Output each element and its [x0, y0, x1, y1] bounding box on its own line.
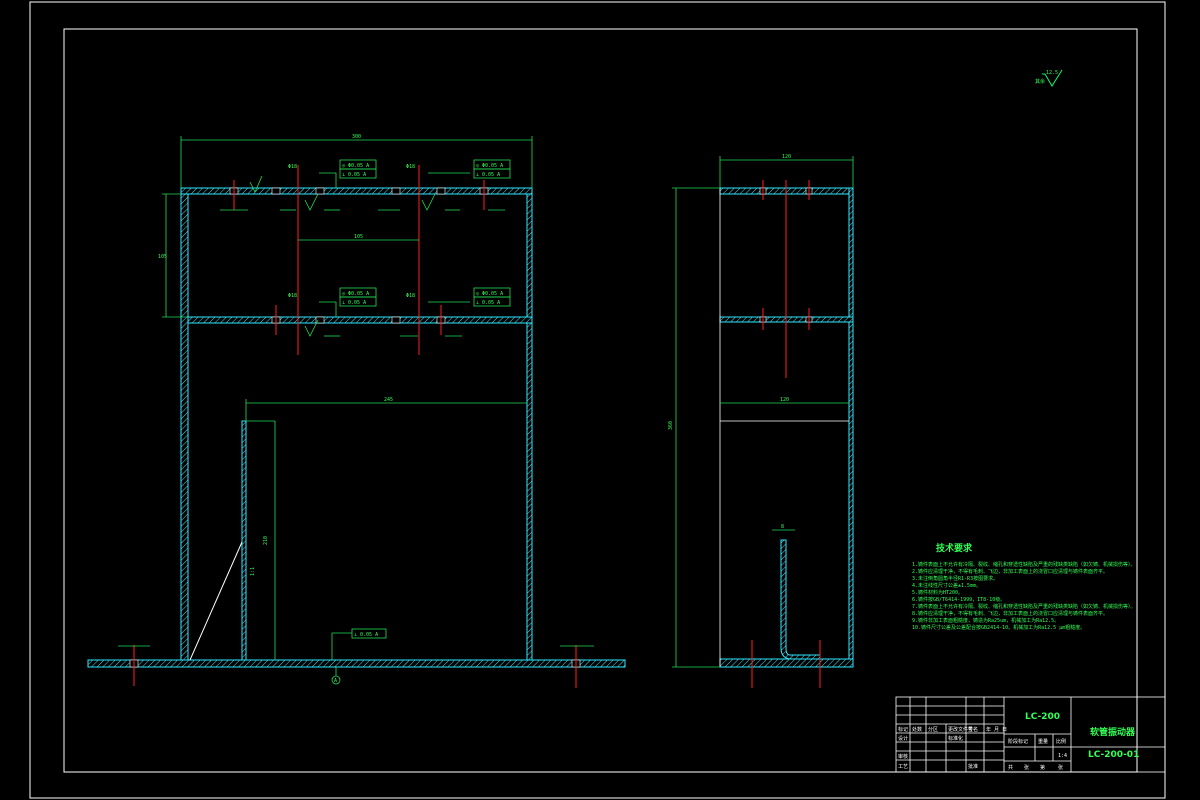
side-base-plate: [719, 658, 854, 668]
svg-text:共: 共: [1008, 764, 1013, 771]
svg-text:批准: 批准: [968, 763, 978, 770]
svg-text:◎ Φ0.05 A: ◎ Φ0.05 A: [476, 163, 503, 169]
svg-text:⊥ 0.05 A: ⊥ 0.05 A: [342, 172, 366, 178]
tech-req-title: 技术要求: [936, 542, 973, 554]
tech-req-line: 3.未注倒角圆角半径R1-R3按图要求。: [912, 575, 998, 582]
svg-text:比例: 比例: [1056, 738, 1066, 745]
dim-angle: 1:1: [250, 567, 256, 576]
dim-rib: 8: [781, 524, 784, 530]
hole-callout-4: Φ18: [406, 293, 415, 299]
tech-req-line: 10.铸件尺寸公差及公差配合按GB2414-10。机械加工为Ra12.5 μm粗…: [912, 624, 1085, 631]
tech-req-line: 4.未注线性尺寸公差±1.5mm。: [912, 582, 981, 589]
svg-text:◎ Φ0.05 A: ◎ Φ0.05 A: [342, 163, 369, 169]
technical-requirements: 技术要求 1.铸件表面上不允许有冷隔、裂纹、缩孔和穿透性缺陷及严重的残缺类缺陷（…: [912, 542, 1136, 631]
svg-text:重量: 重量: [1038, 738, 1048, 745]
dim-inner-width: 245: [384, 397, 393, 403]
datum-symbol: A: [331, 667, 341, 685]
tolerance-frames: ◎ Φ0.05 A ⊥ 0.05 A ◎ Φ0.05 A ⊥ 0.05 A ◎ …: [319, 159, 511, 660]
front-view: 300 105 105 245 210 1:1 Φ18 Φ18 Φ18 Φ18: [87, 134, 626, 688]
tech-req-line: 6.铸件按GB/T6414-1999，IT8-10级。: [912, 596, 1005, 603]
front-right-wall: [526, 189, 533, 661]
svg-text:签名: 签名: [968, 726, 978, 733]
svg-text:◎ Φ0.05 A: ◎ Φ0.05 A: [342, 291, 369, 297]
svg-text:阶段标记: 阶段标记: [1008, 738, 1028, 745]
svg-text:处数: 处数: [912, 726, 922, 733]
small-dims: [118, 175, 594, 647]
surface-other-label: 其余: [1035, 78, 1045, 85]
svg-text:⊥ 0.05 A: ⊥ 0.05 A: [354, 632, 378, 638]
tech-req-line: 9.铸件非加工表面粗糙度，铸造为Ra25um，机械加工为Ra12.5。: [912, 617, 1059, 624]
tech-req-line: 8.铸件应清理干净，不得有毛刺、飞边，非加工表面上的浇冒口应清理与铸件表面齐平。: [912, 610, 1108, 617]
drawing-name: 软管振动器: [1090, 726, 1136, 738]
dim-side-total-height: 360: [668, 421, 674, 430]
svg-text:审核: 审核: [898, 753, 908, 760]
front-left-wall: [180, 189, 189, 661]
dim-side-width: 120: [782, 154, 791, 160]
title-block: 标记 处数 分区 更改文件号 签名 年 月 日 设计 审核 工艺 标准化 批准 …: [895, 696, 1166, 773]
hole-callout-3: Φ18: [288, 293, 297, 299]
front-tube-wall: [241, 420, 247, 661]
outer-frame: [29, 1, 1166, 799]
surface-finish-symbol: 12.5 其余: [1035, 69, 1063, 87]
svg-text:标准化: 标准化: [948, 735, 963, 742]
tech-req-line: 1.铸件表面上不允许有冷隔、裂纹、缩孔和穿透性缺陷及严重的残缺类缺陷（如欠铸、机…: [912, 561, 1136, 568]
brace-line: [189, 541, 243, 661]
inner-frame: [63, 28, 1138, 773]
dim-front-width: 300: [352, 134, 361, 140]
svg-text:⊥ 0.05 A: ⊥ 0.05 A: [342, 300, 366, 306]
svg-text:A: A: [334, 678, 337, 684]
base-plate: [87, 659, 626, 668]
hole-callout-1: Φ18: [288, 164, 297, 170]
front-top-plate: [180, 187, 533, 195]
tech-req-line: 5.铸件材料为HT200。: [912, 589, 963, 596]
svg-text:设计: 设计: [898, 735, 908, 742]
svg-text:工艺: 工艺: [898, 764, 908, 770]
surface-finish-value: 12.5: [1046, 70, 1058, 76]
dim-tube-height: 210: [263, 536, 269, 545]
tech-req-line: 7.铸件表面上不允许有冷隔、裂纹、缩孔和穿透性缺陷及严重的残缺类缺陷（如欠铸、机…: [912, 603, 1136, 610]
svg-text:张: 张: [1024, 764, 1029, 771]
svg-text:第: 第: [1040, 764, 1045, 771]
svg-text:张: 张: [1058, 764, 1063, 771]
svg-text:⊥ 0.05 A: ⊥ 0.05 A: [476, 172, 500, 178]
drawing-number: LC-200-01: [1088, 750, 1139, 760]
side-right-wall: [848, 187, 854, 665]
tech-req-line: 2.铸件应清理干净，不得有毛刺、飞边，非加工表面上的浇冒口应清理与铸件表面齐平。: [912, 568, 1108, 575]
svg-text:年 月 日: 年 月 日: [986, 726, 1007, 733]
dim-upper-height: 105: [158, 254, 167, 260]
side-view: 120 120 360 8: [668, 154, 854, 688]
svg-text:更改文件号: 更改文件号: [948, 726, 973, 733]
svg-text:◎ Φ0.05 A: ◎ Φ0.05 A: [476, 291, 503, 297]
dim-side-inner-width: 120: [780, 397, 789, 403]
hole-callout-2: Φ18: [406, 164, 415, 170]
side-rib: [780, 539, 821, 660]
svg-text:分区: 分区: [928, 726, 938, 733]
dim-hole-spacing: 105: [354, 234, 363, 240]
drawing-scale: 1:4: [1058, 753, 1067, 759]
drawing-code: LC-200: [1025, 712, 1060, 722]
front-middle-plate: [187, 316, 533, 324]
svg-text:⊥ 0.05 A: ⊥ 0.05 A: [476, 300, 500, 306]
svg-text:标记: 标记: [898, 726, 908, 733]
